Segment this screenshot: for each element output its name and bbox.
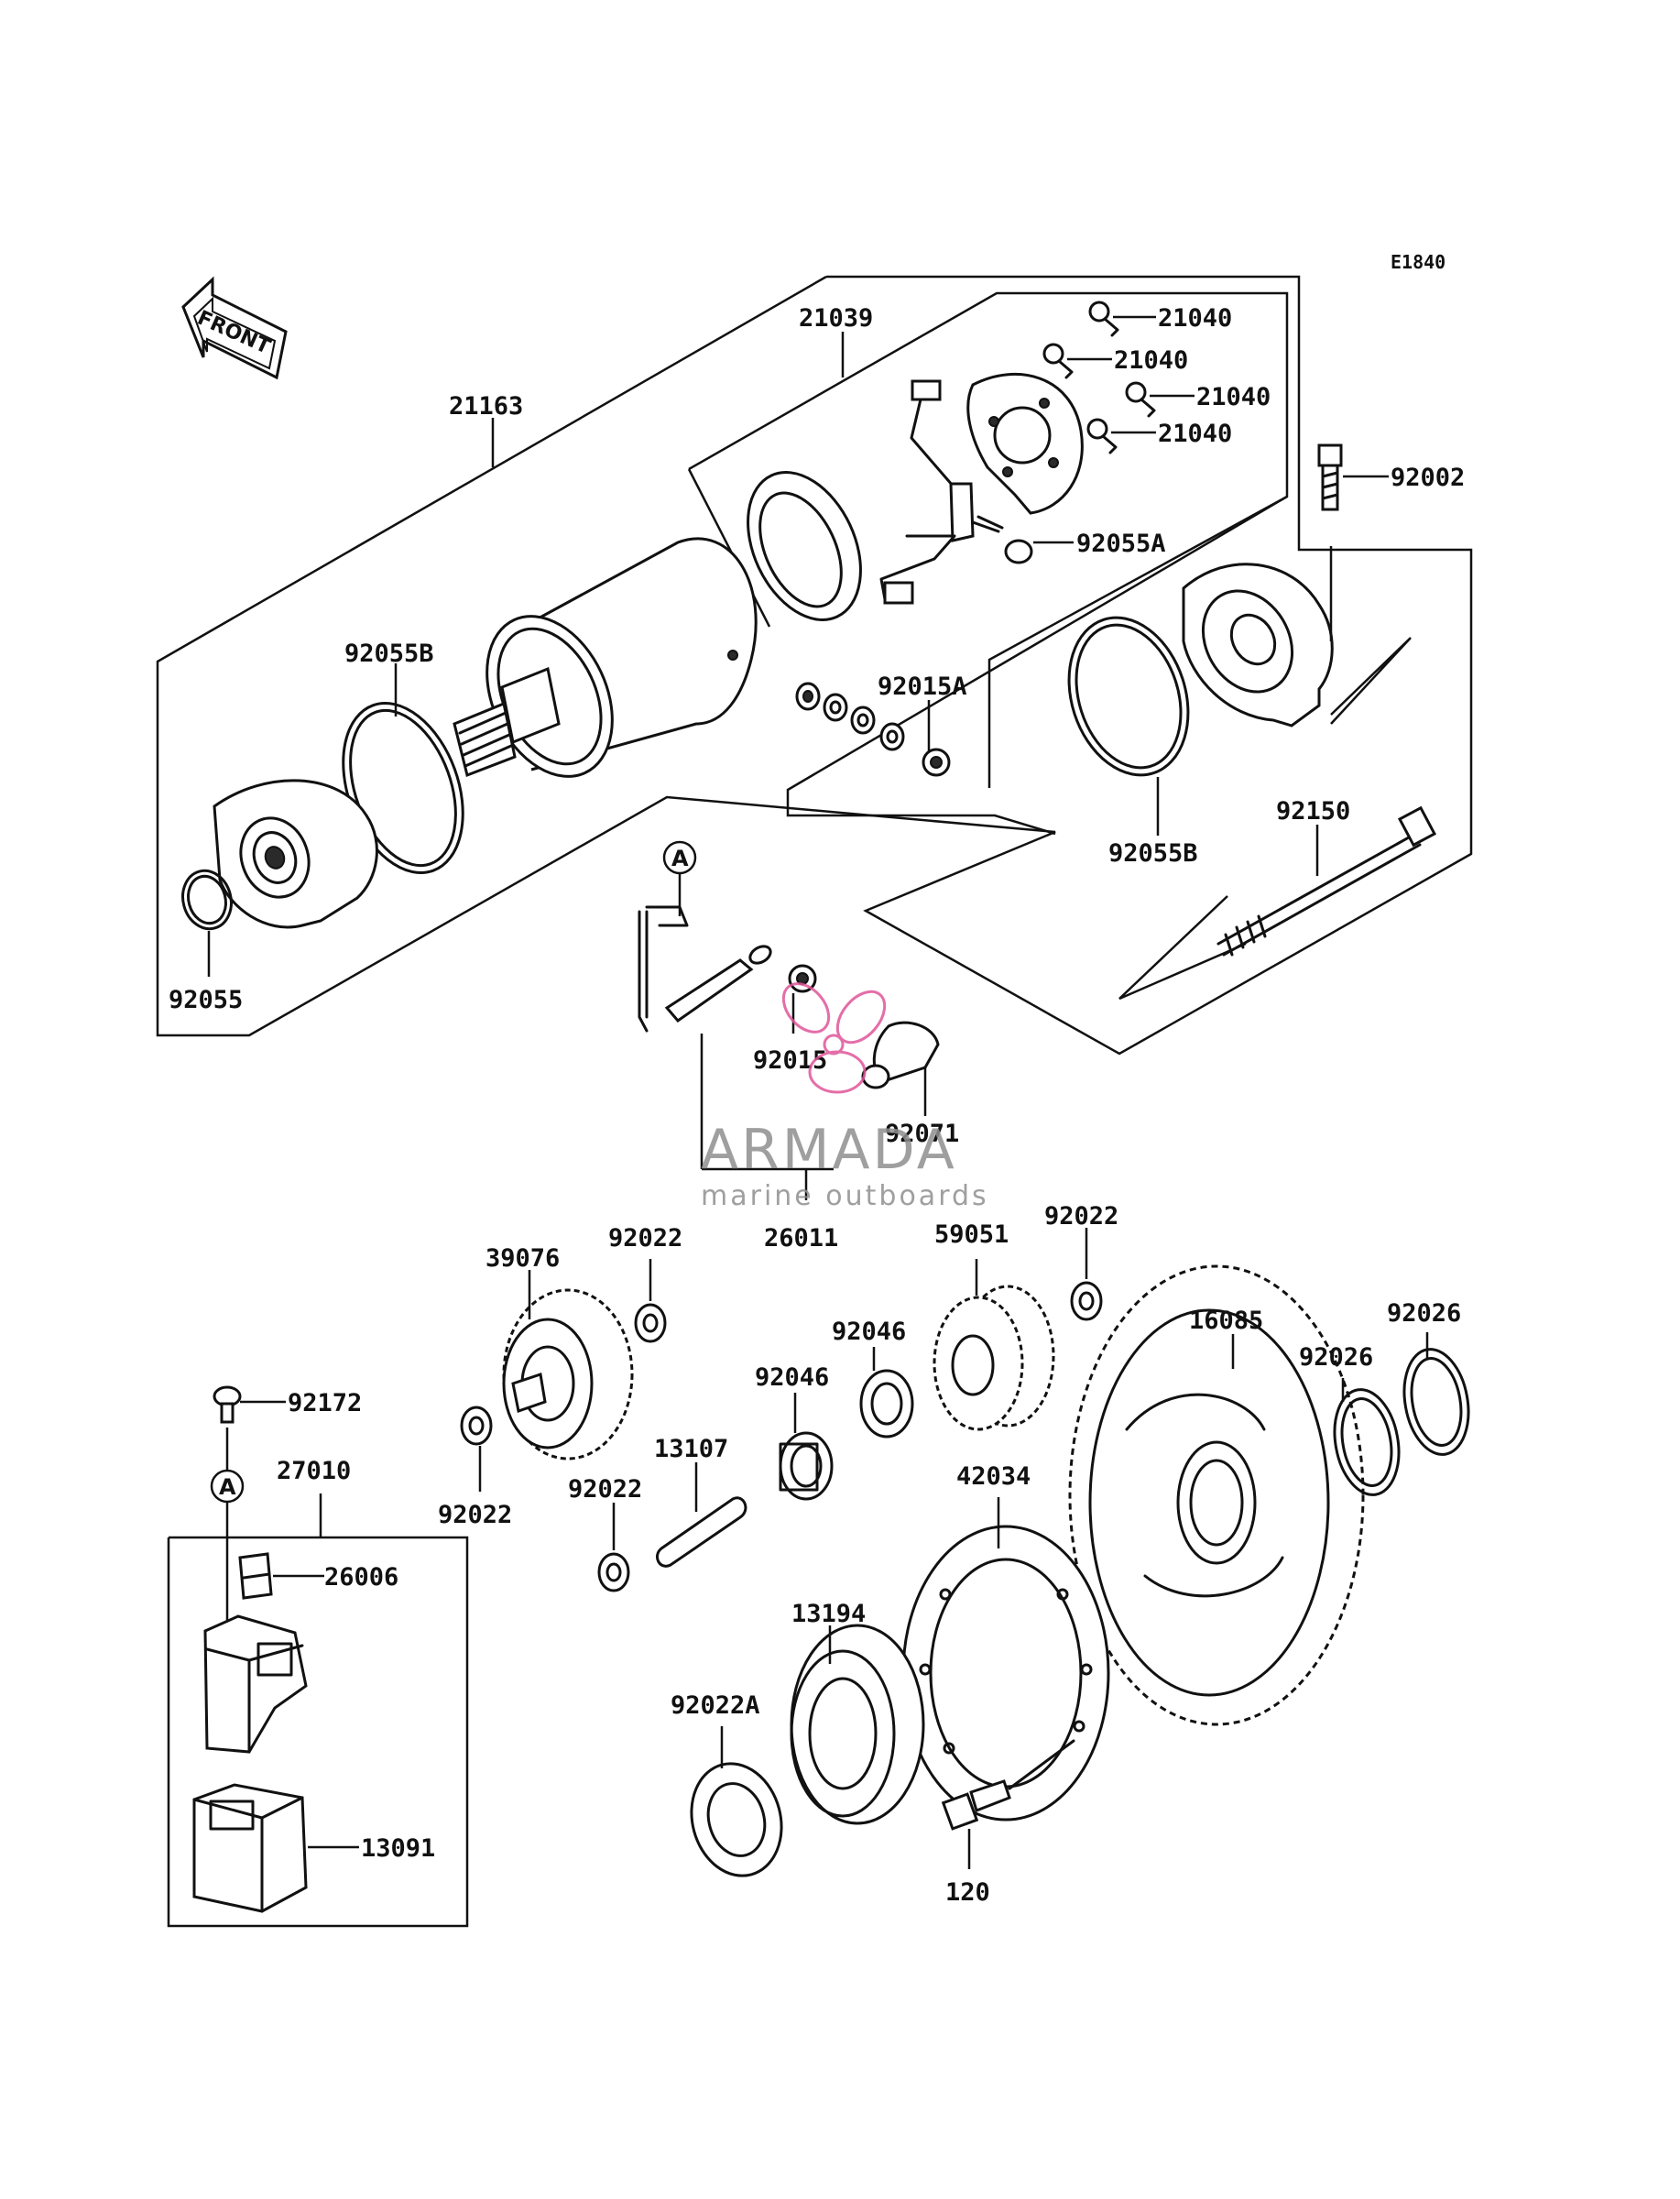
label-92055B-left: 92055B xyxy=(344,640,434,668)
bolt-92002: 92002 xyxy=(1317,443,1465,511)
label-26011: 26011 xyxy=(764,1224,838,1253)
label-21040-2: 21040 xyxy=(1114,346,1188,375)
starter-motor-assembly: 21163 21039 21040 21040 21040 21040 xyxy=(156,275,1473,1056)
brush-holder xyxy=(879,379,1004,605)
through-bolt-92150: 92150 xyxy=(1118,797,1437,1001)
label-92015A: 92015A xyxy=(878,673,967,701)
label-92022-b: 92022 xyxy=(1044,1202,1118,1231)
watermark-tagline: marine outboards xyxy=(701,1180,989,1212)
motor-yoke xyxy=(453,537,758,778)
label-92022A: 92022A xyxy=(671,1691,760,1720)
o-ring-92055A: 92055A xyxy=(1004,530,1166,564)
starter-clutch-gear-16085: 16085 xyxy=(1068,1264,1365,1726)
needle-bearing-92046: 92046 xyxy=(832,1318,914,1439)
gear-59051: 59051 xyxy=(933,1220,1055,1431)
diagram-code: E1840 xyxy=(1391,251,1445,273)
o-ring-92055: 92055 xyxy=(169,869,243,1014)
ref-letter-a-top: A xyxy=(671,846,689,871)
screw-92172: 92172 xyxy=(213,1385,362,1470)
starter-relay xyxy=(203,1614,308,1754)
label-92172: 92172 xyxy=(288,1389,362,1417)
brush-yoke-ring xyxy=(747,471,862,621)
ring-92026: 92026 xyxy=(1387,1299,1470,1456)
label-92022-d: 92022 xyxy=(568,1475,642,1504)
propeller-logo-icon xyxy=(781,982,887,1094)
washer-92022: 92022 xyxy=(1044,1202,1118,1321)
label-13091: 13091 xyxy=(361,1834,435,1863)
label-92022-c: 92022 xyxy=(438,1501,512,1529)
brush-nut-21040: 21040 xyxy=(1042,343,1188,379)
front-arrow-icon: FRONT xyxy=(181,276,288,380)
label-92055A: 92055A xyxy=(1076,530,1166,558)
washer-92022: 92022 xyxy=(568,1475,642,1592)
brush-nut-21040: 21040 xyxy=(1125,381,1271,418)
shaft-13107: 13107 xyxy=(654,1435,747,1568)
armada-watermark: ARMADA marine outboards xyxy=(701,982,989,1212)
fuse-26006: 26006 xyxy=(238,1552,398,1600)
label-26006: 26006 xyxy=(324,1563,398,1592)
needle-bearing-92046: 92046 xyxy=(755,1363,834,1501)
washer-92022A: 92022A xyxy=(671,1691,783,1877)
washer-stack: 92015A xyxy=(795,673,967,777)
label-13194: 13194 xyxy=(791,1600,866,1628)
label-92055B-right: 92055B xyxy=(1108,839,1198,868)
o-ring-92055B-right: 92055B xyxy=(1067,616,1198,868)
label-16085: 16085 xyxy=(1189,1307,1263,1335)
label-92046-b: 92046 xyxy=(832,1318,906,1346)
starter-relay-group: 92172 A 27010 26006 13091 xyxy=(167,1385,469,1928)
label-27010: 27010 xyxy=(277,1457,351,1485)
label-21040-4: 21040 xyxy=(1158,420,1232,448)
brush-plate xyxy=(966,372,1084,515)
assembly-frame-21039 xyxy=(688,291,1289,836)
label-21039: 21039 xyxy=(799,304,873,333)
label-92046-a: 92046 xyxy=(755,1363,829,1392)
label-120: 120 xyxy=(945,1878,990,1907)
label-59051: 59051 xyxy=(934,1220,1009,1249)
washer-92022: 92022 xyxy=(608,1224,682,1343)
front-cover xyxy=(213,779,378,929)
label-21163: 21163 xyxy=(449,392,523,421)
assembly-frame-21163 xyxy=(156,275,1473,1056)
label-92071: 92071 xyxy=(885,1120,959,1148)
o-ring-92055B-left: 92055B xyxy=(342,640,464,875)
label-13107: 13107 xyxy=(654,1435,728,1463)
label-92022-a: 92022 xyxy=(608,1224,682,1253)
clutch-ring-42034: 42034 xyxy=(901,1462,1110,1822)
label-39076: 39076 xyxy=(485,1244,560,1273)
label-92002: 92002 xyxy=(1391,464,1465,492)
brush-nut-21040: 21040 xyxy=(1086,418,1232,454)
ring-92026: 92026 xyxy=(1299,1343,1401,1496)
label-21040-1: 21040 xyxy=(1158,304,1232,333)
label-92150: 92150 xyxy=(1276,797,1350,826)
label-92055: 92055 xyxy=(169,986,243,1014)
washer-92022: 92022 xyxy=(438,1406,512,1529)
brush-nut-21040: 21040 xyxy=(1088,301,1232,337)
one-way-clutch-13194: 13194 xyxy=(790,1600,925,1825)
relay-holder-13091: 13091 xyxy=(192,1783,435,1913)
label-92026-b: 92026 xyxy=(1387,1299,1461,1328)
ref-letter-a-bottom: A xyxy=(219,1474,236,1500)
label-92026-a: 92026 xyxy=(1299,1343,1373,1372)
idle-gear-39076: 39076 xyxy=(485,1244,634,1461)
rear-cover xyxy=(1182,546,1412,728)
gear-train: 39076 92022 92022 92022 92022 13107 xyxy=(438,1202,1470,1907)
label-42034: 42034 xyxy=(956,1462,1031,1491)
label-21040-3: 21040 xyxy=(1196,383,1271,411)
watermark-brand: ARMADA xyxy=(701,1118,957,1182)
bolt-120: 120 xyxy=(941,1739,1075,1907)
